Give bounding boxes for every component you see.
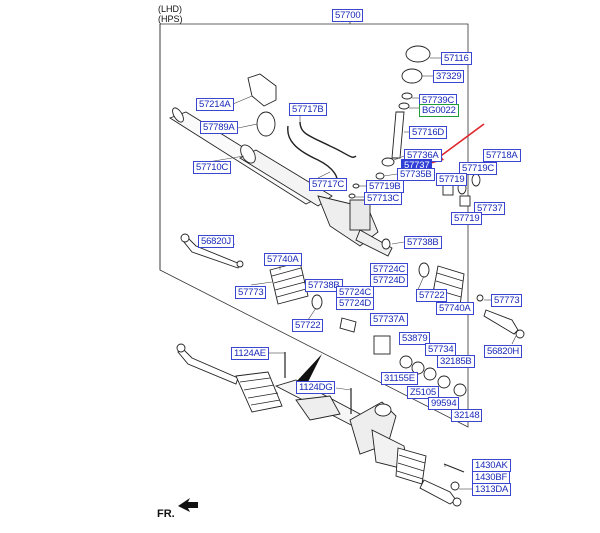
ring-32148	[453, 383, 467, 397]
ball-stud-right	[515, 329, 525, 339]
assembled-gear	[176, 343, 462, 507]
part-label-57719C[interactable]: 57719C	[459, 162, 498, 175]
part-label-57717C[interactable]: 57717C	[309, 178, 348, 191]
nut-1313DA	[450, 481, 460, 491]
part-label-57740A-b[interactable]: 57740A	[436, 302, 474, 315]
nut-37329	[401, 68, 423, 84]
ring-57739C	[401, 92, 413, 100]
part-label-57737-b[interactable]: 57737	[474, 202, 506, 215]
part-label-37329[interactable]: 37329	[433, 70, 465, 83]
red-arrow-line	[437, 123, 485, 159]
part-label-57734[interactable]: 57734	[425, 343, 457, 356]
part-label-56820H[interactable]: 56820H	[484, 345, 523, 358]
part-label-1124AE[interactable]: 1124AE	[231, 347, 269, 360]
part-label-57214A[interactable]: 57214A	[196, 98, 234, 111]
part-label-53879[interactable]: 53879	[399, 332, 431, 345]
pointer-wedge	[296, 354, 322, 386]
nut-57773-right	[476, 294, 484, 302]
part-label-57719[interactable]: 57719	[436, 173, 468, 186]
direction-label: FR.	[157, 508, 175, 520]
header-lhd: (LHD)	[158, 4, 182, 14]
part-label-1430AK[interactable]: 1430AK	[472, 459, 511, 472]
part-label-57713C[interactable]: 57713C	[364, 192, 403, 205]
inner-tie-rod-57724D	[339, 317, 357, 333]
part-label-57722-b[interactable]: 57722	[292, 319, 324, 332]
bracket-57214A	[247, 73, 277, 107]
clamp-57738B	[381, 238, 391, 250]
part-label-32148[interactable]: 32148	[451, 409, 483, 422]
part-label-57722-a[interactable]: 57722	[416, 289, 448, 302]
part-label-57773-a[interactable]: 57773	[235, 286, 267, 299]
bushing-57789A	[256, 111, 276, 137]
part-label-57735B[interactable]: 57735B	[397, 168, 435, 181]
part-label-31155E[interactable]: 31155E	[381, 372, 418, 385]
ring-Z5105	[437, 375, 451, 389]
part-label-57116[interactable]: 57116	[441, 52, 472, 65]
seal-57735B	[375, 172, 385, 180]
part-label-99594[interactable]: 99594	[428, 397, 460, 410]
tie-rod-end-56820H	[483, 309, 519, 335]
cap-57116	[405, 45, 431, 63]
ring-57736A	[381, 157, 395, 167]
clamp-57724C	[418, 262, 430, 278]
part-label-57717B[interactable]: 57717B	[289, 103, 327, 116]
part-label-Z5105[interactable]: Z5105	[407, 386, 439, 399]
part-label-BG0022[interactable]: BG0022	[419, 104, 459, 117]
seal-BG0022	[398, 102, 410, 110]
part-label-1124DG[interactable]: 1124DG	[296, 381, 336, 394]
part-label-57789A[interactable]: 57789A	[200, 121, 238, 134]
part-label-57738B-b[interactable]: 57738B	[305, 279, 343, 292]
header-hps: (HPS)	[158, 14, 183, 24]
fr-arrow-icon	[178, 498, 198, 512]
ring-32185B	[423, 367, 437, 381]
part-label-57724D-a[interactable]: 57724D	[370, 274, 409, 287]
pin-1430AK	[443, 463, 465, 473]
part-label-57716D[interactable]: 57716D	[409, 126, 448, 139]
pipe-57717	[299, 121, 357, 158]
seal-53879	[399, 355, 413, 369]
boot-left-ribs	[271, 267, 307, 298]
part-label-57710C[interactable]: 57710C	[193, 161, 232, 174]
pinion-57716D	[391, 111, 405, 159]
bushing-57737A	[373, 335, 391, 355]
part-label-57740A-a[interactable]: 57740A	[264, 253, 302, 266]
part-label-57724D-b[interactable]: 57724D	[336, 297, 375, 310]
plug-57737	[459, 195, 471, 207]
ring-57734	[411, 361, 425, 375]
clamp-57724-left	[311, 294, 323, 310]
part-label-57773-b[interactable]: 57773	[491, 294, 523, 307]
ring-57713C	[348, 193, 356, 199]
part-label-57718A[interactable]: 57718A	[483, 149, 521, 162]
part-label-57700[interactable]: 57700	[332, 9, 364, 22]
part-label-57738B-a[interactable]: 57738B	[404, 236, 442, 249]
part-label-1313DA[interactable]: 1313DA	[472, 483, 512, 496]
ball-stud-left	[180, 233, 190, 243]
part-label-57719-b[interactable]: 57719	[451, 212, 483, 225]
nut-57773-left	[236, 260, 244, 268]
rack-housing	[168, 107, 393, 257]
part-label-56820J[interactable]: 56820J	[198, 235, 234, 248]
oring-57718A	[471, 173, 481, 187]
part-label-57737A[interactable]: 57737A	[370, 313, 408, 326]
part-label-32185B[interactable]: 32185B	[437, 355, 475, 368]
